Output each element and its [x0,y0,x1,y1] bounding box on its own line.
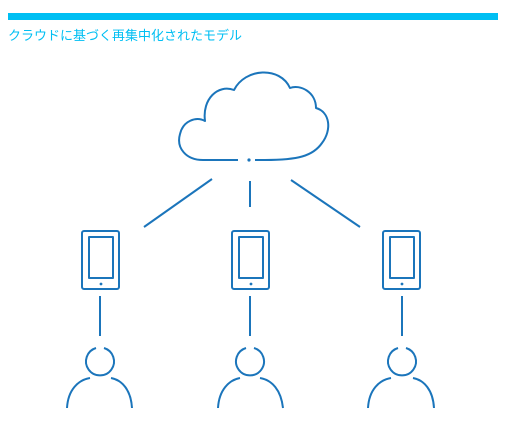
connector-left [143,178,213,228]
user-center [217,347,284,409]
device-phone-left [81,230,120,290]
user-icon [217,347,284,409]
user-icon [66,347,133,409]
user-right [367,347,435,409]
connector-right [290,179,361,228]
accent-bar [8,13,498,20]
user-icon [367,347,435,409]
smartphone-icon [382,230,421,290]
device-phone-center [231,230,270,290]
user-left [66,347,133,409]
device-phone-right [382,230,421,290]
diagram-caption: クラウドに基づく再集中化されたモデル [8,29,243,44]
cloud-icon [178,71,330,162]
smartphone-icon [81,230,120,290]
smartphone-icon [231,230,270,290]
